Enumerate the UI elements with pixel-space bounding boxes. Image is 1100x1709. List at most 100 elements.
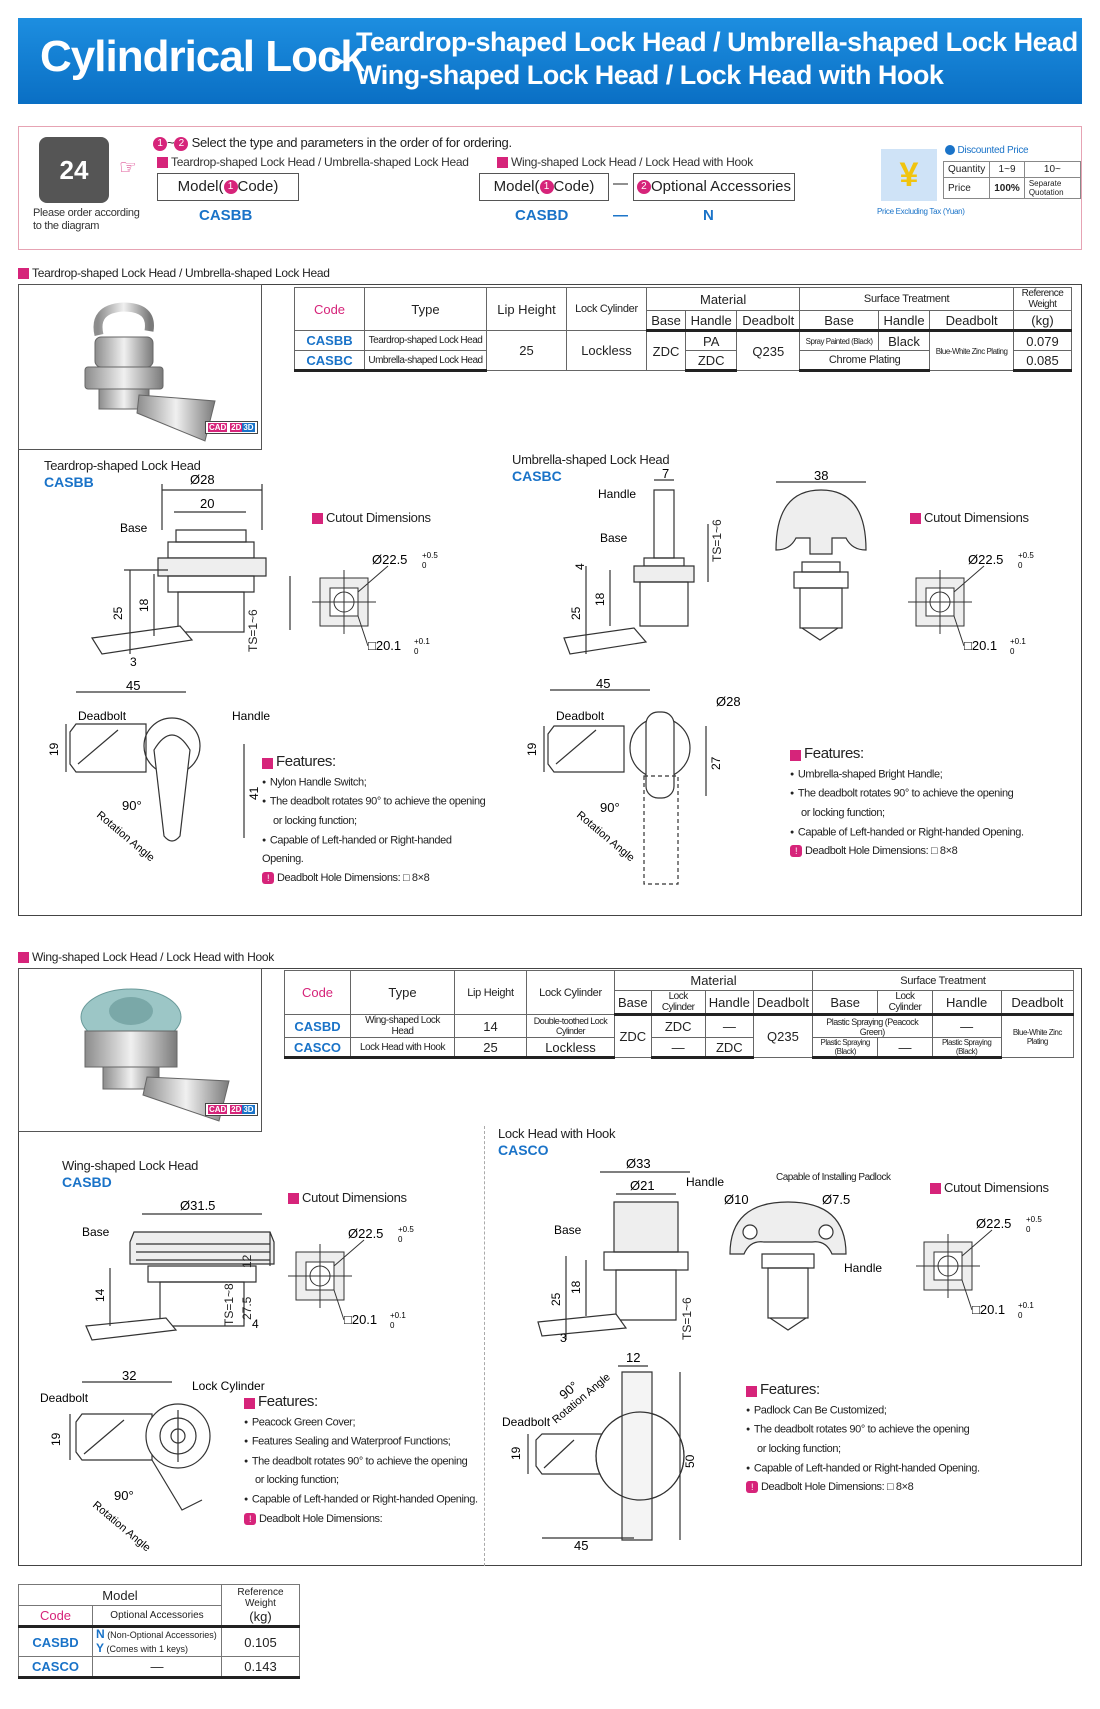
example-code-1: CASBB [199, 207, 253, 224]
hook-head-drawing: Ø10 Ø7.5 Handle [724, 1192, 882, 1331]
dim-32: 32 [122, 1368, 136, 1383]
svg-text:+0.1: +0.1 [1018, 1301, 1034, 1310]
weight-table: Model Reference Weight(kg) Code Optional… [18, 1584, 300, 1679]
svg-text:□20.1: □20.1 [964, 638, 997, 653]
section1-label: Teardrop-shaped Lock Head / Umbrella-sha… [18, 266, 330, 280]
dim-ts-1: TS=1~6 [246, 609, 260, 652]
features-1: Features: Nylon Handle Switch; The deadb… [262, 752, 492, 888]
svg-text:Base: Base [554, 1223, 582, 1237]
svg-text:18: 18 [569, 1280, 583, 1294]
svg-text:45: 45 [574, 1538, 588, 1553]
cut-sq-1: □20.1 [368, 638, 401, 653]
drawing-title-1: Teardrop-shaped Lock Head [44, 458, 201, 473]
svg-text:4: 4 [252, 1317, 259, 1331]
svg-text:0: 0 [422, 561, 427, 570]
svg-text:0: 0 [1010, 647, 1015, 656]
group2-label: Wing-shaped Lock Head / Lock Head with H… [497, 155, 753, 169]
svg-text:Handle: Handle [686, 1175, 724, 1189]
cutout-drawing-1: Ø22.5 +0.5 0 □20.1 +0.1 0 [312, 551, 438, 656]
casbc-side-drawing: 7 Handle Base 25 18 4 [563, 466, 709, 655]
drawing-title-2: Umbrella-shaped Lock Head [512, 452, 670, 467]
casbc-front-drawing: 45 Deadbolt Ø28 19 27 90° Rotation Angle [525, 676, 741, 885]
svg-text:+0.5: +0.5 [422, 551, 438, 560]
dim-50: 50 [683, 1454, 697, 1468]
page-subtitle: Teardrop-shaped Lock Head / Umbrella-sha… [356, 26, 1078, 92]
tax-note: Price Excluding Tax (Yuan) [877, 207, 965, 216]
svg-text:12: 12 [626, 1350, 640, 1365]
svg-text:25: 25 [549, 1292, 563, 1306]
svg-text:□20.1: □20.1 [344, 1312, 377, 1327]
svg-text:18: 18 [593, 592, 607, 606]
cutout-title-2: Cutout Dimensions [910, 510, 1029, 525]
dim-90deg: 90° [122, 798, 142, 813]
dim-25: 25 [111, 606, 125, 620]
svg-text:0: 0 [390, 1321, 395, 1330]
dim-ts-4: TS=1~6 [680, 1297, 694, 1340]
dim-27: 27 [709, 756, 723, 770]
dim-7: 7 [662, 466, 669, 481]
casbd-side-drawing: Ø31.5 Base 14 4 [82, 1198, 275, 1341]
subtitle-line-1: Teardrop-shaped Lock Head / Umbrella-sha… [356, 27, 1078, 57]
svg-text:Deadbolt: Deadbolt [502, 1415, 551, 1429]
page-header: Cylindrical Lock ► Teardrop-shaped Lock … [18, 18, 1082, 104]
svg-text:+0.5: +0.5 [1018, 551, 1034, 560]
svg-text:+0.5: +0.5 [398, 1225, 414, 1234]
cutout-drawing-4: Ø22.5 +0.5 0 □20.1 +0.1 0 [916, 1215, 1042, 1320]
features-3: Features: Peacock Green Cover; Features … [244, 1392, 484, 1529]
dim-18: 18 [137, 598, 151, 612]
page-title: Cylindrical Lock [40, 32, 365, 81]
example-dash-2: — [613, 207, 628, 224]
svg-text:Rotation Angle: Rotation Angle [550, 1371, 613, 1426]
dim-19: 19 [47, 742, 61, 756]
drawing-code-1: CASBB [44, 474, 94, 490]
section2-frame [18, 968, 1082, 1566]
dim-d10: Ø10 [724, 1192, 749, 1207]
teardrop-lock-photo [84, 302, 216, 442]
drawing-title-4: Lock Head with Hook [498, 1126, 616, 1141]
svg-text:□20.1: □20.1 [972, 1302, 1005, 1317]
dim-d28: Ø28 [190, 472, 215, 487]
svg-text:Ø28: Ø28 [716, 694, 741, 709]
svg-text:+0.1: +0.1 [390, 1311, 406, 1320]
subtitle-line-2: Wing-shaped Lock Head / Lock Head with H… [356, 60, 944, 90]
svg-text:19: 19 [49, 1432, 63, 1446]
drawing-code-4: CASCO [498, 1142, 549, 1158]
spec-table-2: Code Type Lip Height Lock Cylinder Mater… [284, 970, 1075, 1059]
dim-d31-5: Ø31.5 [180, 1198, 215, 1213]
yen-icon: ¥ [881, 149, 937, 201]
order-note: Please order according to the diagram [33, 207, 140, 232]
svg-text:90°: 90° [600, 800, 620, 815]
dim-45: 45 [126, 678, 140, 693]
svg-text:0: 0 [414, 647, 419, 656]
casco-side-drawing: Ø33 Ø21 Handle Base 25 18 3 [537, 1156, 724, 1345]
casbd-front-drawing: 32 Deadbolt Lock Cylinder 19 90° Rotatio… [40, 1368, 265, 1554]
svg-text:Ø22.5: Ø22.5 [976, 1216, 1011, 1231]
svg-text:0: 0 [1026, 1225, 1031, 1234]
dim-14: 14 [93, 1288, 107, 1302]
svg-text:0: 0 [1018, 1311, 1023, 1320]
svg-text:Ø22.5: Ø22.5 [348, 1226, 383, 1241]
pointing-hand-icon: ☞ [119, 157, 137, 179]
dim-20: 20 [200, 496, 214, 511]
dim-ts-2: TS=1~6 [710, 519, 724, 562]
features-4: Features: Padlock Can Be Customized; The… [746, 1380, 996, 1497]
casbb-front-drawing: 45 Deadbolt Handle 19 41 90° Rotation An… [47, 678, 270, 864]
section2-divider [484, 1126, 485, 1566]
dim-12: 12 [240, 1254, 254, 1268]
cutout-title-4: Cutout Dimensions [930, 1180, 1049, 1195]
casco-front-drawing: 12 Deadbolt 19 50 45 90° Rotation Angle [502, 1350, 697, 1553]
dim-3: 3 [130, 655, 137, 669]
label-base-2: Base [600, 531, 628, 545]
svg-text:19: 19 [525, 742, 539, 756]
svg-text:Handle: Handle [844, 1261, 882, 1275]
label-padlock: Capable of Installing Padlock [776, 1172, 891, 1183]
label-base: Base [120, 521, 148, 535]
label-lock-cylinder: Lock Cylinder [192, 1379, 265, 1393]
svg-text:Base: Base [82, 1225, 110, 1239]
